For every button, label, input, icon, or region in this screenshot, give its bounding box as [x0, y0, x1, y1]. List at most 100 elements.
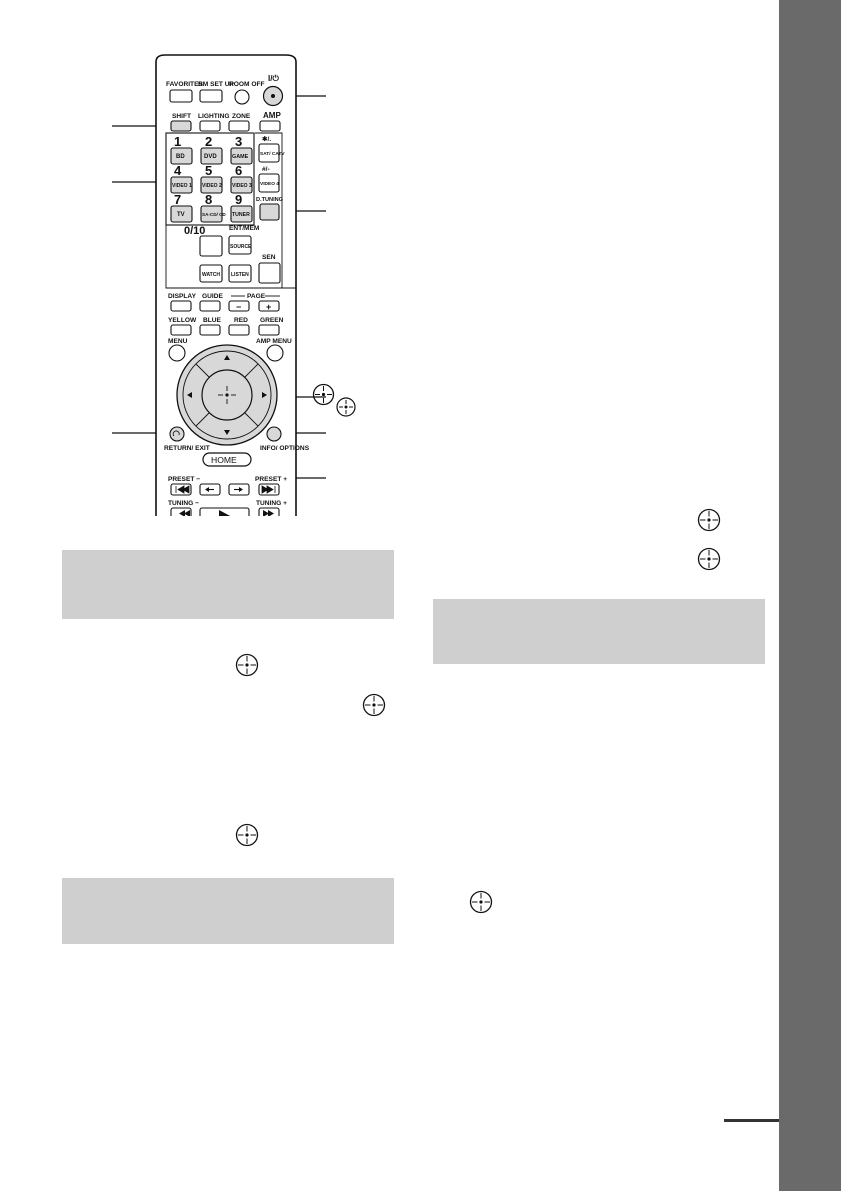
play-button[interactable] — [199, 507, 250, 524]
digit-8: 8 — [205, 192, 212, 207]
label-blue: BLUE — [203, 317, 222, 324]
label-page-minus: − — [236, 302, 241, 312]
guide-button[interactable] — [199, 300, 221, 312]
zero-ten-button[interactable] — [199, 235, 223, 257]
label-amp: AMP — [263, 111, 281, 120]
heading-box-3 — [62, 878, 394, 944]
tuner-button[interactable] — [230, 205, 253, 223]
menu-button[interactable] — [168, 344, 186, 362]
return-icon — [172, 430, 180, 437]
label-bd: BD — [176, 154, 185, 160]
video4-button[interactable] — [258, 173, 280, 193]
room-off-button[interactable] — [234, 89, 250, 105]
label-sacd-cd: SA-CD/ CD — [202, 212, 226, 217]
label-preset-plus: PRESET + — [255, 476, 287, 483]
d-tuning-button[interactable] — [259, 203, 280, 221]
digit-7: 7 — [174, 192, 181, 207]
enter-icon — [311, 382, 336, 407]
display-button[interactable] — [170, 300, 192, 312]
fast-forward-icon — [263, 510, 274, 516]
amp-button[interactable] — [259, 120, 281, 132]
continued-rule — [724, 1119, 779, 1122]
replay-icon — [205, 487, 209, 492]
label-video3: VIDEO 3 — [232, 183, 252, 189]
tv-button[interactable] — [170, 205, 193, 223]
label-sat-catv: SAT/ CATV — [260, 151, 285, 157]
prev-track-icon — [175, 485, 190, 494]
enter-icon — [234, 652, 260, 678]
page-minus-button[interactable] — [228, 300, 250, 312]
home-button[interactable] — [202, 452, 252, 467]
label-green: GREEN — [260, 317, 284, 324]
digit-0-10: 0/10 — [184, 225, 205, 237]
label-menu: MENU — [168, 338, 188, 345]
label-page-plus: + — [266, 302, 271, 312]
label-star-dot: ✱/. — [262, 135, 271, 143]
blue-button[interactable] — [199, 324, 221, 336]
label-lighting: LIGHTING — [198, 113, 230, 120]
watch-button[interactable] — [199, 264, 223, 283]
digit-2: 2 — [205, 134, 212, 149]
advance-icon — [239, 487, 243, 492]
arrow-down-icon — [224, 430, 230, 435]
return-exit-button[interactable] — [169, 426, 185, 442]
label-room-off: ROOM OFF — [229, 81, 265, 88]
sen-button[interactable] — [258, 262, 281, 284]
enter-icon — [696, 546, 722, 572]
bd-button[interactable] — [170, 147, 193, 165]
label-preset-minus: PRESET − — [168, 476, 200, 483]
label-video2: VIDEO 2 — [202, 183, 222, 189]
video2-button[interactable] — [200, 176, 223, 194]
label-hash-dash: #/- — [262, 166, 270, 173]
source-button[interactable] — [228, 235, 252, 255]
label-shift: SHIFT — [172, 113, 191, 120]
video3-button[interactable] — [230, 176, 253, 194]
label-video4: VIDEO 4 — [260, 181, 279, 187]
label-yellow: YELLOW — [168, 317, 197, 324]
shift-button[interactable] — [170, 120, 192, 132]
enter-icon — [468, 889, 494, 915]
rm-set-up-button[interactable] — [199, 89, 223, 103]
label-dvd: DVD — [204, 154, 217, 160]
enter-icon — [361, 692, 387, 718]
game-button[interactable] — [230, 147, 253, 165]
green-button[interactable] — [258, 324, 280, 336]
video1-button[interactable] — [170, 176, 193, 194]
direction-pad — [176, 344, 278, 446]
digit-5: 5 — [205, 163, 212, 178]
digit-9: 9 — [235, 192, 242, 207]
digit-4: 4 — [174, 163, 182, 178]
label-info-options: INFO/ OPTIONS — [260, 445, 310, 452]
label-rm-set-up: RM SET UP — [198, 81, 235, 88]
zone-button[interactable] — [228, 120, 250, 132]
label-guide: GUIDE — [202, 293, 223, 300]
remote-control-illustration: FAVORITES RM SET UP ROOM OFF I/⏻ SHIFT L… — [112, 54, 356, 524]
listen-button[interactable] — [228, 264, 252, 283]
sacd-cd-button[interactable] — [200, 205, 223, 223]
dvd-button[interactable] — [200, 147, 223, 165]
label-source: SOURCE — [230, 244, 252, 250]
yellow-button[interactable] — [170, 324, 192, 336]
heading-box-1 — [62, 550, 394, 619]
sat-catv-button[interactable] — [258, 143, 280, 163]
label-display: DISPLAY — [168, 293, 197, 300]
digit-3: 3 — [235, 134, 242, 149]
digit-1: 1 — [174, 134, 181, 149]
label-tuning-plus: TUNING + — [256, 500, 287, 507]
rewind-icon — [179, 510, 190, 516]
label-tuning-minus: TUNING − — [168, 500, 199, 507]
label-favorites: FAVORITES — [166, 81, 203, 88]
lighting-button[interactable] — [199, 120, 221, 132]
enter-icon — [696, 507, 722, 533]
arrow-up-icon — [224, 355, 230, 360]
red-button[interactable] — [228, 324, 250, 336]
favorites-button[interactable] — [169, 89, 193, 103]
side-tab — [779, 0, 841, 1191]
arrow-left-icon — [187, 392, 192, 398]
enter-icon — [234, 822, 260, 848]
enter-icon — [336, 397, 356, 417]
label-d-tuning: D.TUNING — [256, 197, 283, 203]
info-options-button[interactable] — [266, 426, 282, 442]
amp-menu-button[interactable] — [266, 344, 284, 362]
page-plus-button[interactable] — [258, 300, 280, 312]
